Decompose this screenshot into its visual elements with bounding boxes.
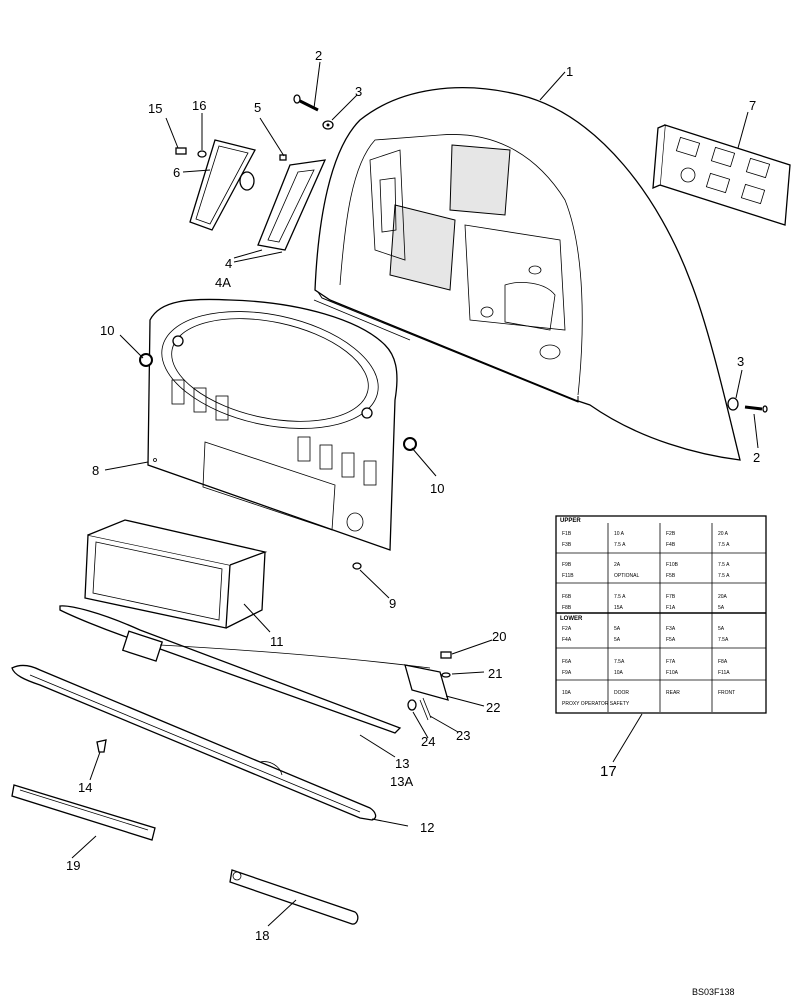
console-housing-part	[313, 87, 741, 461]
fuse-cell-text: F11B	[562, 573, 574, 579]
screw-and-lockwasher	[175, 147, 207, 158]
callout-2-top: 2	[315, 48, 322, 63]
grommets	[139, 353, 417, 451]
callout-10-right: 10	[430, 481, 444, 496]
callout-20: 20	[492, 629, 506, 644]
fuse-cell-text: 7.5 A	[614, 594, 626, 600]
callout-18: 18	[255, 928, 269, 943]
fuse-cell-text: F7B	[666, 594, 676, 600]
fuse-cell-text: 5A	[718, 605, 725, 611]
fuse-cell-text: F3B	[562, 542, 572, 548]
fuse-cell-text: OPTIONAL	[614, 573, 640, 579]
cover-bracket	[189, 139, 256, 231]
callout-15: 15	[148, 101, 162, 116]
callout-6: 6	[173, 165, 180, 180]
fuse-cell-text: 7.5A	[718, 637, 729, 643]
leader-lines	[71, 61, 759, 927]
plug-9	[352, 562, 362, 570]
callout-14: 14	[78, 780, 92, 795]
fuse-cell-text: F8A	[718, 659, 728, 665]
callout-16: 16	[192, 98, 206, 113]
fuse-cell-text: 10A	[562, 690, 572, 696]
callout-3-right: 3	[737, 354, 744, 369]
wiper-blade	[11, 664, 377, 821]
fuse-cell-text: F6A	[562, 659, 572, 665]
fuse-cell-text: F9A	[562, 670, 572, 676]
callout-19: 19	[66, 858, 80, 873]
callout-4a: 4A	[215, 275, 231, 290]
fuse-cell-text: 7.5 A	[718, 542, 730, 548]
callout-4: 4	[225, 256, 232, 271]
fuse-cell-text: 10 A	[614, 531, 625, 537]
fuse-cell-text: F2A	[562, 626, 572, 632]
callout-8: 8	[92, 463, 99, 478]
figure-reference: BS03F138	[692, 987, 735, 997]
wiper-insert-19	[11, 784, 156, 841]
callout-17: 17	[600, 763, 617, 780]
storage-tray	[84, 519, 268, 629]
callout-21: 21	[488, 666, 502, 681]
callout-2-right: 2	[753, 450, 760, 465]
rail-bracket	[257, 154, 327, 251]
fuse-cell-text: F10B	[666, 562, 679, 568]
fuse-cell-text: F1A	[666, 605, 676, 611]
wiper-arm	[59, 605, 449, 734]
fuse-cell-text: F8B	[562, 605, 572, 611]
callout-3-top: 3	[355, 84, 362, 99]
callout-23: 23	[456, 728, 470, 743]
callout-5: 5	[254, 100, 261, 115]
fuse-cell-text: F5B	[666, 573, 676, 579]
fuse-cell-text: FRONT	[718, 690, 735, 696]
fuse-cell-text: 7.5A	[614, 659, 625, 665]
fuse-cell-labels: F1B 10 A F2B 20 A F3B 7.5 A F4B 7.5 A F9B 2A F10B 7…	[562, 531, 735, 707]
fuse-cell-text: 5A	[718, 626, 725, 632]
fuse-cell-text: F1B	[562, 531, 572, 537]
fuse-cell-text: F4B	[666, 542, 676, 548]
callout-12: 12	[420, 820, 434, 835]
callout-13: 13	[395, 756, 409, 771]
fuse-cell-text: F3A	[666, 626, 676, 632]
callout-24: 24	[421, 734, 435, 749]
fuse-cell-text: REAR	[666, 690, 680, 696]
callout-labels: 1 2 3 4 4A 5 6 7 8 9 10 10 11 12 13 13A …	[66, 48, 760, 997]
fuse-cell-text: F11A	[718, 670, 730, 676]
fuse-cell-text: F2B	[666, 531, 676, 537]
callout-13a: 13A	[390, 774, 413, 789]
fuse-cell-text: 15A	[614, 605, 624, 611]
bolt-and-washer-top	[293, 94, 334, 130]
fuse-cell-text: F5A	[666, 637, 676, 643]
wiper-insert-18	[229, 869, 359, 925]
callout-9: 9	[389, 596, 396, 611]
fuse-cell-text: 10A	[614, 670, 624, 676]
fuse-cell-text: F4A	[562, 637, 572, 643]
callout-11: 11	[270, 634, 284, 649]
callout-1: 1	[566, 64, 573, 79]
fuse-cell-text: 7.5 A	[718, 562, 730, 568]
callout-10-left: 10	[100, 323, 114, 338]
fuse-cell-text: 5A	[614, 626, 621, 632]
fuse-cell-text: 5A	[614, 637, 621, 643]
screw-14	[96, 739, 107, 753]
fuse-cell-text: DOOR	[614, 690, 629, 696]
bolt-and-washer-right	[727, 397, 768, 413]
switch-mounting-plate	[652, 124, 791, 226]
fuse-label: UPPER LOWER F1B 10 A F2B 20 A F3B 7.5 A F4B 7.5…	[555, 515, 767, 714]
fuse-cell-text: F6B	[562, 594, 572, 600]
fuse-cell-text: PROXY OPERATOR SAFETY	[562, 701, 630, 707]
fuse-upper-label: UPPER	[560, 518, 581, 524]
fuse-cell-text: 7.5 A	[614, 542, 626, 548]
fuse-lower-label: LOWER	[560, 616, 583, 622]
callout-7: 7	[749, 98, 756, 113]
fuse-cell-text: F10A	[666, 670, 679, 676]
small-hardware	[407, 651, 452, 721]
callout-22: 22	[486, 700, 500, 715]
fuse-cell-text: 2A	[614, 562, 621, 568]
fuse-cell-text: 7.5 A	[718, 573, 730, 579]
instrument-panel-plate	[147, 298, 398, 551]
fuse-cell-text: 20 A	[718, 531, 729, 537]
fuse-cell-text: F9B	[562, 562, 572, 568]
fuse-cell-text: 20A	[718, 594, 728, 600]
fuse-cell-text: F7A	[666, 659, 676, 665]
